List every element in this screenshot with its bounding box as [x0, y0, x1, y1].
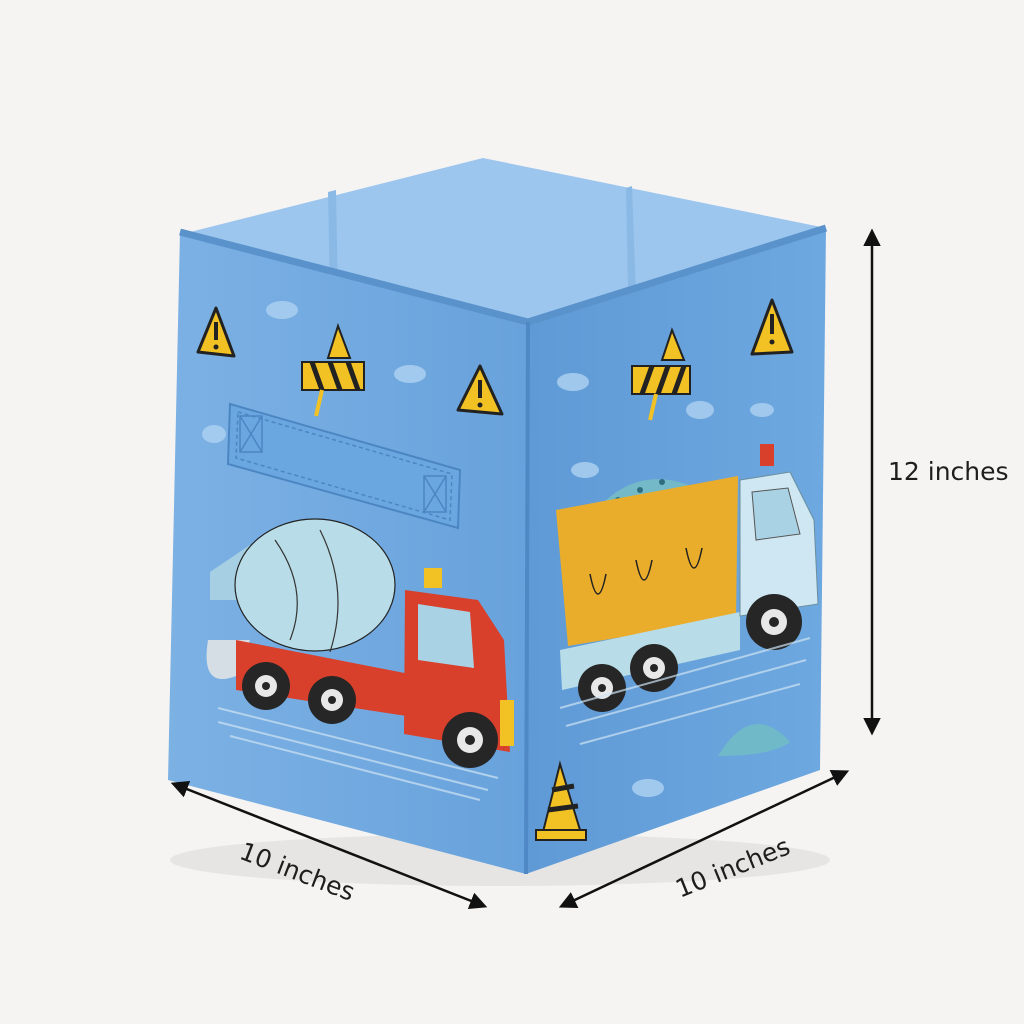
- wheel: [442, 712, 498, 768]
- sand-mound: [718, 724, 790, 756]
- bin-interior-fold-right: [626, 186, 636, 292]
- bin-handle[interactable]: [226, 402, 462, 530]
- wheel: [578, 664, 626, 712]
- cloud-decoration: [202, 301, 774, 797]
- wheel: [242, 662, 290, 710]
- storage-bin: [168, 158, 828, 875]
- road-barrier-icon: [301, 322, 365, 417]
- cement-mixer-truck: [206, 518, 514, 752]
- dump-bed: [556, 476, 738, 646]
- warning-sign-icon: [456, 364, 504, 416]
- warning-sign-icon: [196, 306, 236, 358]
- bin-corner-seam: [524, 321, 530, 875]
- dimension-height: 12 inches: [863, 228, 1009, 736]
- bin-interior-back: [190, 158, 826, 322]
- height-label: 12 inches: [888, 457, 1009, 486]
- road-barrier-icon: [631, 327, 691, 421]
- mixer-drum: [234, 518, 396, 652]
- wheel: [630, 644, 678, 692]
- wheel: [746, 594, 802, 650]
- warning-sign-icon: [750, 298, 794, 356]
- wheel: [308, 676, 356, 724]
